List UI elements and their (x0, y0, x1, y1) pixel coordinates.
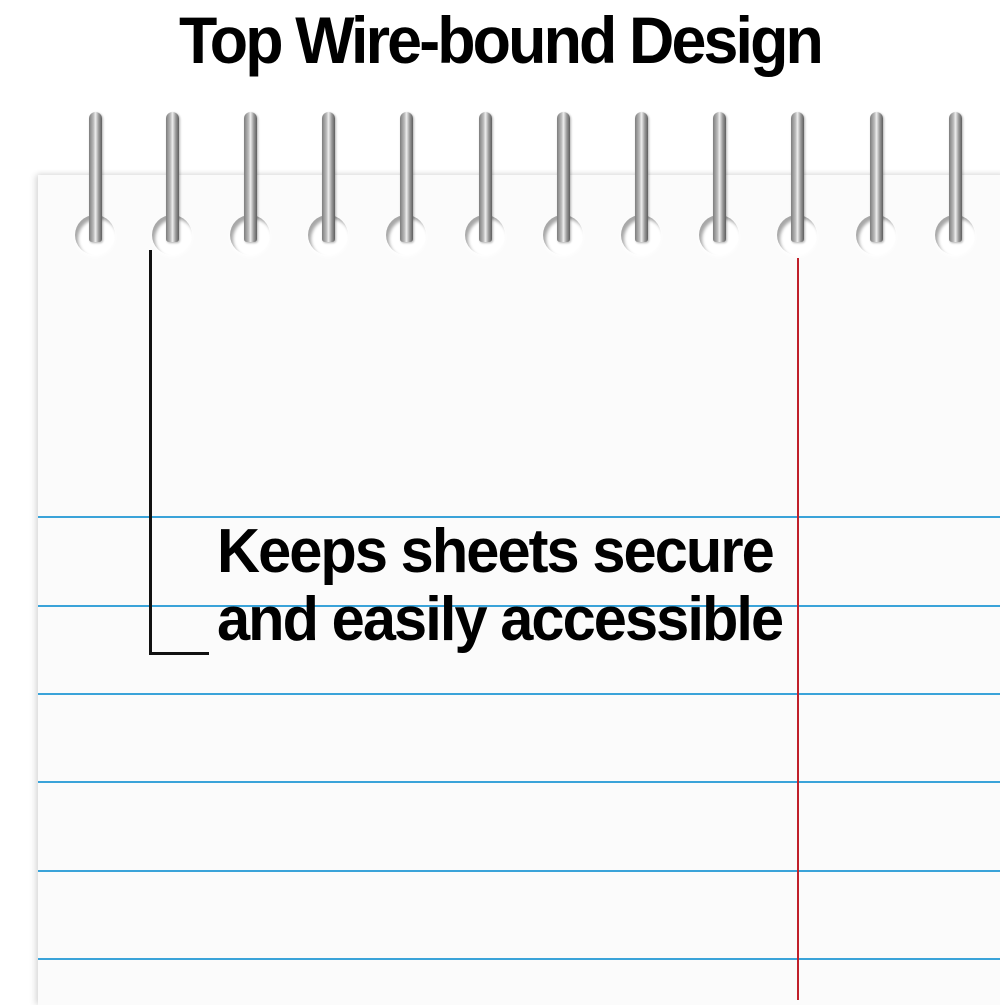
wire-ring-icon (791, 112, 804, 242)
rule-line (38, 958, 1000, 960)
rule-line (38, 870, 1000, 872)
wire-ring-icon (557, 112, 570, 242)
wire-ring-icon (713, 112, 726, 242)
wire-ring-icon (949, 112, 962, 242)
wire-ring-icon (89, 112, 102, 242)
red-margin-line (797, 258, 799, 1000)
wire-ring-icon (870, 112, 883, 242)
notebook-paper (38, 175, 1000, 1005)
rule-line (38, 605, 1000, 607)
caption-line-1: Keeps sheets secure (217, 517, 775, 586)
wire-ring-icon (322, 112, 335, 242)
wire-ring-icon (479, 112, 492, 242)
wire-ring-icon (244, 112, 257, 242)
wire-ring-icon (635, 112, 648, 242)
caption-line-2: and easily accessible (217, 585, 784, 654)
rule-line (38, 516, 1000, 518)
wire-ring-icon (400, 112, 413, 242)
feature-caption: Keeps sheets secure and easily accessibl… (217, 517, 784, 654)
callout-bracket-horizontal (149, 652, 209, 655)
rule-line (38, 693, 1000, 695)
callout-bracket-vertical (149, 250, 152, 655)
rule-line (38, 781, 1000, 783)
page-title: Top Wire-bound Design (179, 3, 824, 77)
wire-ring-icon (166, 112, 179, 242)
